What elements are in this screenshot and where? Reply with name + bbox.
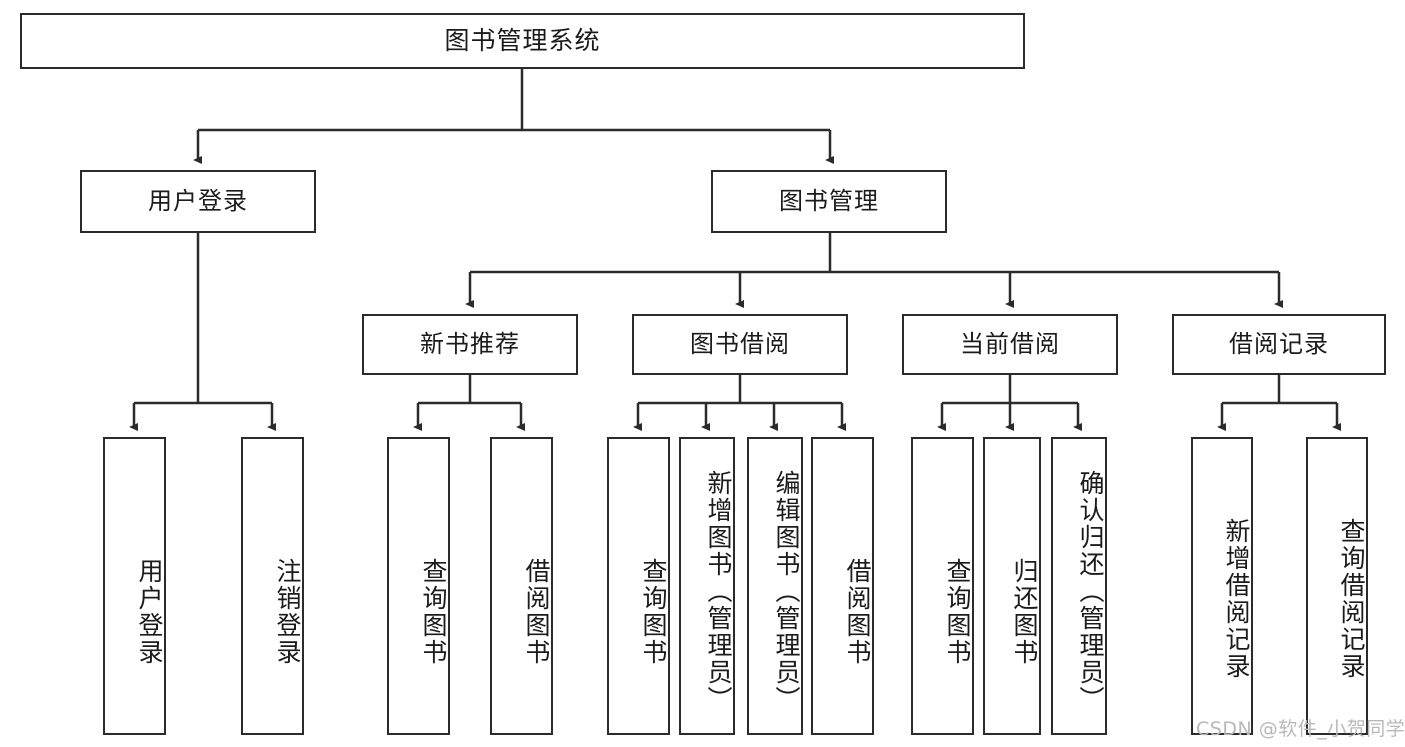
node-book-borrow[interactable]: 图书借阅 [632,314,848,375]
node-book-manage[interactable]: 图书管理 [711,170,947,233]
node-current-borrow[interactable]: 当前借阅 [902,314,1118,375]
node-leaf-query-book-1[interactable]: 查询图书 [387,437,450,735]
node-leaf-borrow-book-2[interactable]: 借阅图书 [811,437,874,735]
node-leaf-query-book-2[interactable]: 查询图书 [607,437,670,735]
node-leaf-query-book-3[interactable]: 查询图书 [911,437,974,735]
node-root[interactable]: 图书管理系统 [20,13,1025,69]
node-leaf-add-record[interactable]: 新增借阅记录 [1191,437,1253,735]
node-leaf-edit-book[interactable]: 编辑图书（管理员） [747,437,803,735]
node-new-book-recommend[interactable]: 新书推荐 [362,314,578,375]
node-leaf-query-record[interactable]: 查询借阅记录 [1306,437,1368,735]
node-leaf-confirm-return[interactable]: 确认归还（管理员） [1051,437,1107,735]
node-leaf-return-book[interactable]: 归还图书 [983,437,1041,735]
node-leaf-user-login[interactable]: 用户登录 [103,437,166,735]
node-borrow-record[interactable]: 借阅记录 [1172,314,1386,375]
watermark-text: CSDN @软件_小贺同学 [1196,718,1405,740]
node-leaf-logout[interactable]: 注销登录 [241,437,304,735]
node-leaf-add-book[interactable]: 新增图书（管理员） [679,437,735,735]
node-user-login[interactable]: 用户登录 [80,170,316,233]
node-leaf-borrow-book-1[interactable]: 借阅图书 [490,437,553,735]
